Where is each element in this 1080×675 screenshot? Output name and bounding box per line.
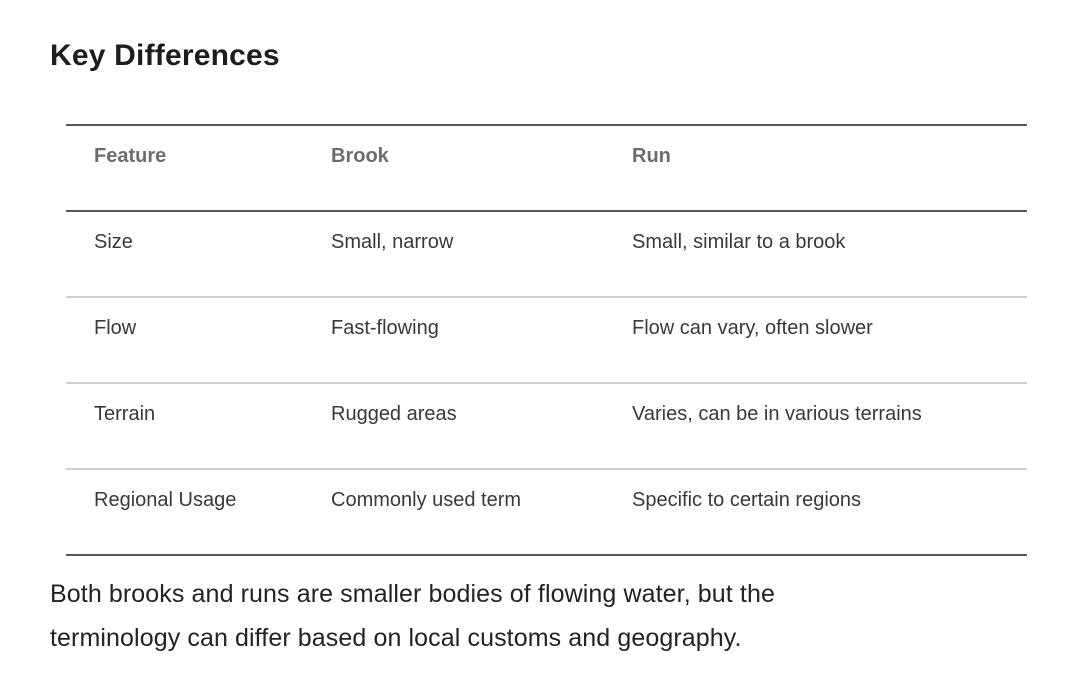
cell-feature: Terrain — [94, 403, 156, 425]
cell-run: Varies, can be in various terrains — [632, 403, 922, 425]
cell-brook: Fast-flowing — [331, 317, 439, 339]
cell-run: Small, similar to a brook — [632, 231, 846, 253]
table-row: Regional Usage Commonly used term Specif… — [66, 469, 1027, 555]
table-row: Flow Fast-flowing Flow can vary, often s… — [66, 297, 1027, 383]
cell-brook: Rugged areas — [331, 403, 457, 425]
summary-line: terminology can differ based on local cu… — [50, 624, 742, 652]
table-row: Terrain Rugged areas Varies, can be in v… — [66, 383, 1027, 469]
table-row: Size Small, narrow Small, similar to a b… — [66, 211, 1027, 297]
column-header-feature: Feature — [94, 145, 167, 167]
cell-brook: Commonly used term — [331, 489, 522, 511]
cell-feature: Regional Usage — [94, 489, 237, 511]
cell-run: Specific to certain regions — [632, 489, 862, 511]
summary-paragraph: Both brooks and runs are smaller bodies … — [50, 572, 1080, 660]
table-header-row: Feature Brook Run — [66, 125, 1027, 211]
cell-run: Flow can vary, often slower — [632, 317, 873, 339]
summary-line: Both brooks and runs are smaller bodies … — [50, 580, 775, 608]
column-header-brook: Brook — [331, 145, 389, 167]
page-title: Key Differences — [50, 39, 280, 72]
comparison-table: Feature Brook Run Size Small, narrow Sma… — [66, 124, 1027, 556]
column-header-run: Run — [632, 145, 671, 167]
document: Key Differences Feature Brook Run Size S… — [50, 39, 1080, 660]
cell-feature: Flow — [94, 317, 137, 339]
cell-brook: Small, narrow — [331, 231, 454, 253]
cell-feature: Size — [94, 231, 133, 253]
